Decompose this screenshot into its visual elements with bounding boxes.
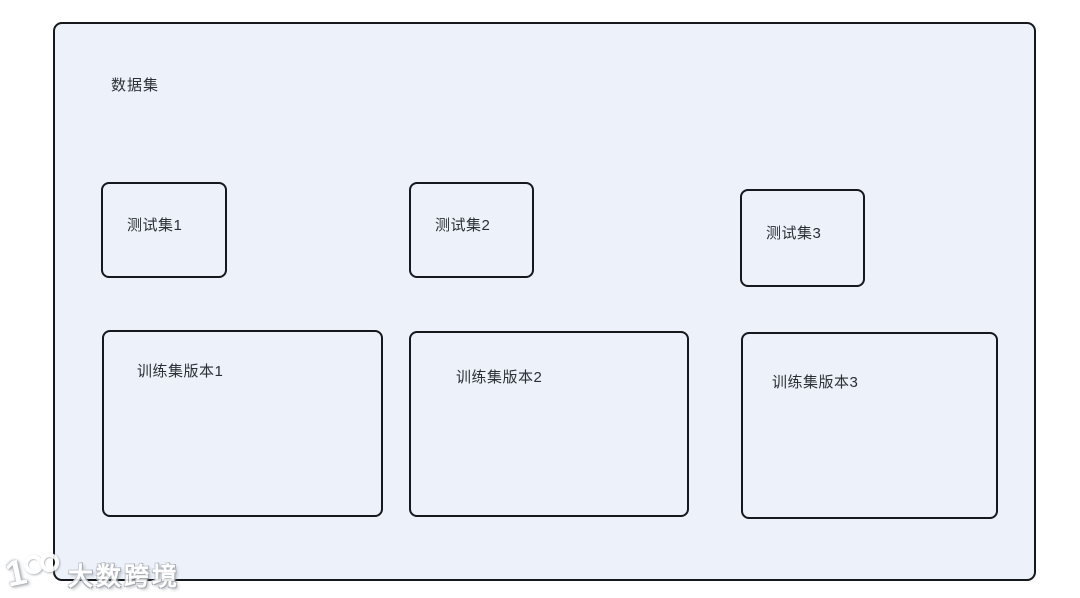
- dataset-label: 数据集: [111, 77, 160, 94]
- training-set-version-2-box: 训练集版本2: [409, 331, 689, 517]
- logo-ring-icon: [24, 555, 43, 574]
- dataset-container-box: 数据集 测试集1 测试集2 测试集3 训练集版本1 训练集版本2 训练集版本3: [53, 22, 1036, 581]
- test-set-2-box: 测试集2: [409, 182, 534, 278]
- training-set-version-2-label: 训练集版本2: [456, 369, 543, 386]
- test-set-1-label: 测试集1: [127, 216, 183, 234]
- test-set-1-box: 测试集1: [101, 182, 227, 278]
- training-set-version-3-box: 训练集版本3: [741, 332, 998, 519]
- training-set-version-3-label: 训练集版本3: [772, 374, 859, 391]
- test-set-3-label: 测试集3: [766, 224, 822, 242]
- test-set-2-label: 测试集2: [435, 216, 491, 234]
- dashukuajing-logo-icon: 1: [1, 550, 60, 595]
- training-set-version-1-label: 训练集版本1: [137, 363, 224, 380]
- training-set-version-1-box: 训练集版本1: [102, 330, 383, 517]
- test-set-3-box: 测试集3: [740, 189, 865, 287]
- logo-digit: 1: [1, 550, 30, 595]
